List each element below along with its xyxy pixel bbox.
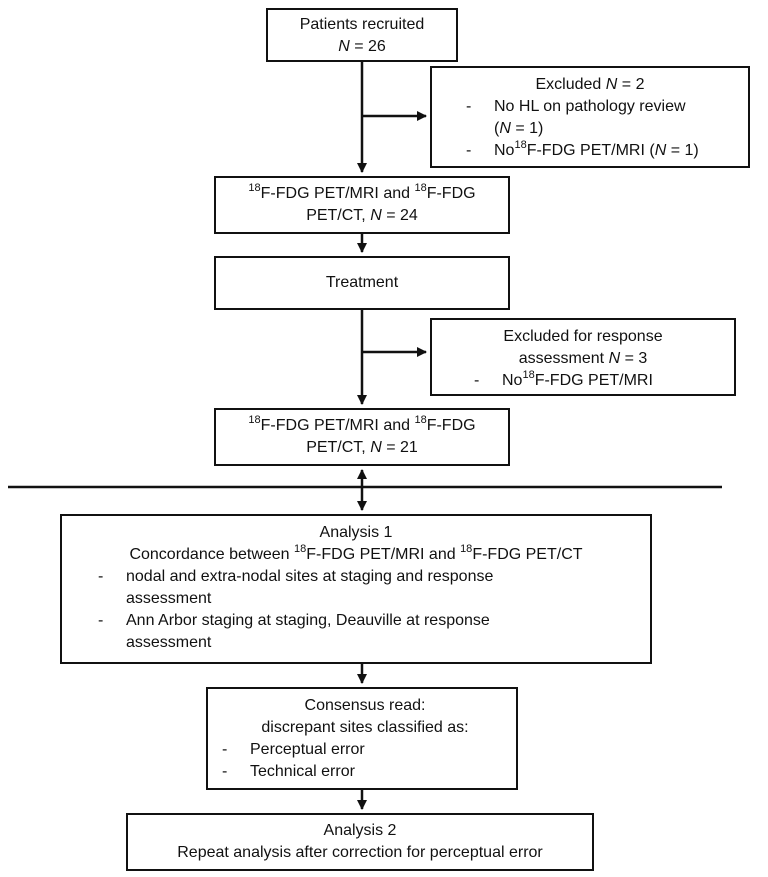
consensus-subtitle: discrepant sites classified as: <box>261 719 469 736</box>
recruited-title: Patients recruited <box>299 16 425 33</box>
excluded-1-item-2: - No18F-FDG PET/MRI (N = 1) <box>466 138 699 159</box>
analysis-1-item-1: -nodal and extra-nodal sites at staging … <box>98 568 494 607</box>
excluded-1-title: Excluded N = 2 <box>535 76 645 93</box>
consensus-title: Consensus read: <box>304 697 426 714</box>
excluded-1-item-1-count: (N = 1) <box>494 120 544 137</box>
excluded-box-2: Excluded for response assessment N = 3 -… <box>430 318 736 396</box>
analysis-1-box: Analysis 1 Concordance between 18F-FDG P… <box>60 514 652 664</box>
analysis-1-title: Analysis 1 <box>319 524 393 541</box>
baseline-scans-line-1: 18F-FDG PET/MRI and 18F-FDG <box>248 181 476 202</box>
response-scans-line-1: 18F-FDG PET/MRI and 18F-FDG <box>248 413 476 434</box>
response-scans-line-2: PET/CT, N = 21 <box>306 439 418 456</box>
baseline-scans-box: 18F-FDG PET/MRI and 18F-FDG PET/CT, N = … <box>214 176 510 234</box>
response-scans-box: 18F-FDG PET/MRI and 18F-FDG PET/CT, N = … <box>214 408 510 466</box>
baseline-scans-line-2: PET/CT, N = 24 <box>306 207 418 224</box>
excluded-2-item: - No18F-FDG PET/MRI <box>474 368 653 389</box>
analysis-2-title: Analysis 2 <box>323 822 397 839</box>
treatment-box: Treatment <box>214 256 510 310</box>
excluded-1-item-1: - No HL on pathology review <box>466 98 686 115</box>
consensus-box: Consensus read: discrepant sites classif… <box>206 687 518 790</box>
recruited-count: N = 26 <box>338 38 386 55</box>
analysis-2-description: Repeat analysis after correction for per… <box>177 844 543 861</box>
treatment-label: Treatment <box>325 274 399 291</box>
analysis-1-concordance: Concordance between 18F-FDG PET/MRI and … <box>129 542 583 563</box>
excluded-box-1: Excluded N = 2 - No HL on pathology revi… <box>430 66 750 168</box>
analysis-1-item-2: -Ann Arbor staging at staging, Deauville… <box>98 612 490 651</box>
excluded-2-title: Excluded for response <box>503 328 663 345</box>
analysis-2-box: Analysis 2 Repeat analysis after correct… <box>126 813 594 871</box>
consensus-item-1: -Perceptual error <box>222 741 365 758</box>
recruited-box: Patients recruited N = 26 <box>266 8 458 62</box>
excluded-2-subtitle: assessment N = 3 <box>518 350 648 367</box>
consensus-item-2: -Technical error <box>222 763 355 780</box>
